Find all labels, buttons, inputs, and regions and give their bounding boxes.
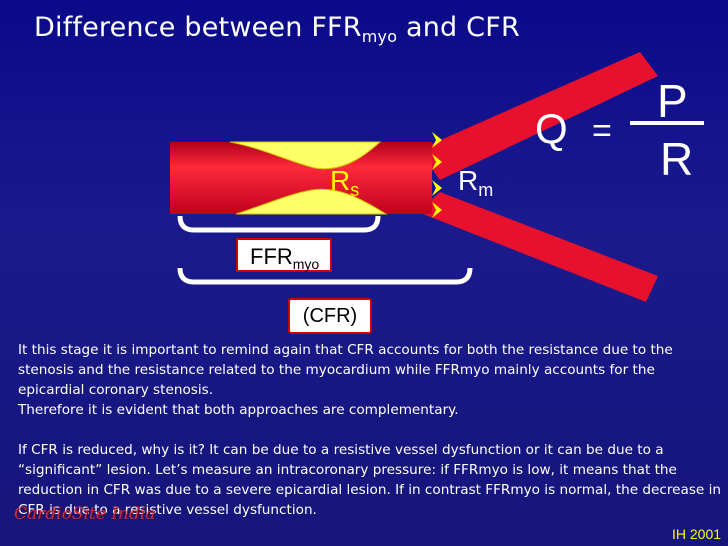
resistance-marks (432, 132, 442, 218)
ffr-myo-box: FFRmyo (236, 238, 332, 272)
fraction-bar (630, 121, 704, 125)
pressure-p-label: P (657, 75, 688, 127)
stenosis-plaque-top (229, 141, 382, 170)
credit-label: IH 2001 (672, 526, 722, 542)
stenosis-resistance-label: Rs (330, 165, 360, 200)
cfr-bracket (177, 267, 473, 285)
ffr-bracket (177, 215, 381, 233)
cfr-box: (CFR) (288, 298, 372, 334)
cardiosite-logo: CardioSite India (14, 504, 156, 524)
lower-branch-vessel (418, 192, 658, 302)
upper-branch-vessel (418, 52, 658, 180)
flow-q-label: Q (535, 105, 568, 152)
paragraph-3: If CFR is reduced, why is it? It can be … (18, 442, 721, 518)
resistance-r-label: R (660, 133, 694, 185)
explanation-text: It this stage it is important to remind … (18, 340, 724, 520)
stenosis-plaque-bottom (235, 188, 388, 215)
paragraph-1: It this stage it is important to remind … (18, 342, 673, 398)
paragraph-2: Therefore it is evident that both approa… (18, 402, 459, 418)
myocardial-resistance-label: Rm (458, 165, 494, 200)
slide-title: Difference between FFRmyo and CFR (34, 12, 520, 46)
equals-sign: = (592, 112, 612, 150)
